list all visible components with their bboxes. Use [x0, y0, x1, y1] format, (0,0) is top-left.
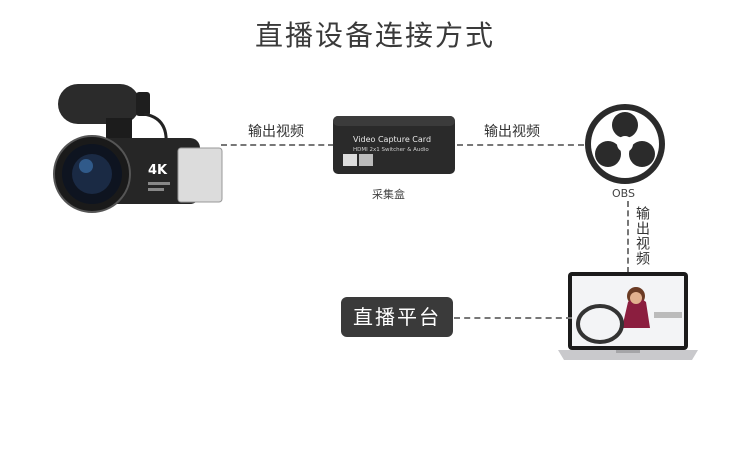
edge-card-to-obs: [457, 144, 584, 146]
capture-card-subtitle: HDMI 2x1 Switcher & Audio: [353, 147, 429, 153]
edge-label-obs-to-laptop: 输出视频: [634, 206, 650, 266]
capture-card-title: Video Capture Card: [353, 135, 431, 144]
obs-logo-icon: [585, 104, 665, 184]
edge-camera-to-card: [221, 144, 334, 146]
diagram-title: 直播设备连接方式: [254, 19, 495, 52]
live-platform-box: 直播平台: [341, 297, 453, 337]
edge-platform-to-laptop: [454, 317, 572, 319]
edge-label-camera-to-card: 输出视频: [248, 124, 304, 140]
laptop-device: [558, 272, 698, 360]
edge-label-card-to-obs: 输出视频: [484, 124, 540, 140]
capture-card-device: Video Capture Card HDMI 2x1 Switcher & A…: [333, 116, 455, 174]
camcorder-icon: 4K: [53, 84, 223, 213]
edge-obs-to-laptop: [627, 201, 629, 273]
camera-badge: 4K: [148, 163, 168, 178]
capture-card-label: 采集盒: [372, 188, 405, 201]
obs-label: OBS: [612, 187, 635, 200]
